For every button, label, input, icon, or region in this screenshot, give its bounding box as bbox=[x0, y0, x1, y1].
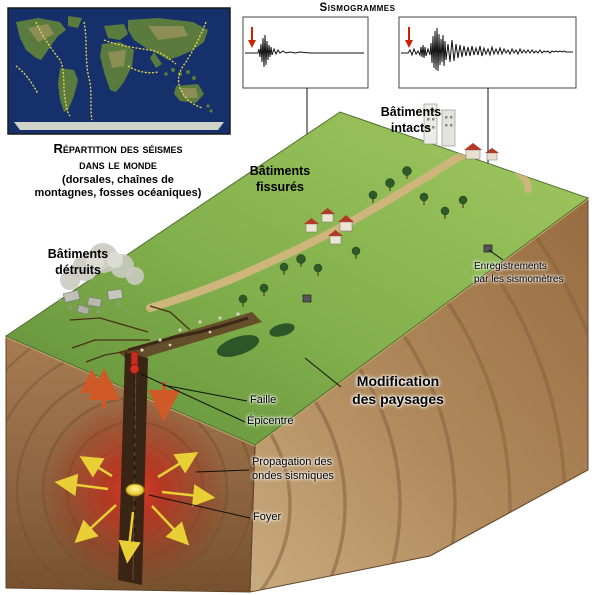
fault-slip-arrows bbox=[80, 368, 180, 422]
label-batiments-intacts: Bâtiments intacts bbox=[366, 105, 456, 136]
intact-buildings bbox=[423, 103, 499, 161]
block-top-face bbox=[4, 111, 590, 446]
map-antarctica bbox=[14, 122, 224, 130]
vegetation-patch bbox=[269, 323, 295, 337]
label-line: fissurés bbox=[256, 179, 304, 194]
seismometer-right bbox=[483, 244, 493, 253]
seismometer-left bbox=[302, 294, 312, 303]
seismogram-trace-strong bbox=[401, 27, 573, 72]
label-line: Bâtiments bbox=[47, 247, 109, 261]
map-caption-line1: Répartition des séismes bbox=[53, 141, 183, 156]
label-line: ondes sismiques bbox=[252, 470, 334, 483]
label-line: Bâtiments bbox=[249, 164, 311, 178]
road bbox=[146, 148, 474, 312]
map-caption-line2: dans le monde bbox=[79, 157, 157, 173]
leader-lines bbox=[140, 249, 504, 519]
label-modification-paysages: Modification des paysages bbox=[333, 373, 463, 408]
wave-arrival-arrow-icon bbox=[248, 27, 256, 48]
label-line: Propagation des bbox=[252, 456, 333, 468]
leader-epicentre bbox=[140, 373, 246, 423]
label-line: Enregistrements bbox=[474, 261, 547, 272]
smoke-clouds bbox=[60, 243, 144, 290]
leader-faille bbox=[162, 384, 248, 402]
wave-arrival-arrow-icon bbox=[405, 27, 413, 48]
label-enregistrements: Enregistrements par les sismomètres bbox=[474, 260, 590, 286]
map-caption-sub-line1: (dorsales, chaînes de bbox=[62, 173, 174, 186]
vegetation-patch bbox=[216, 335, 260, 357]
label-epicentre: Épicentre bbox=[247, 415, 294, 427]
label-foyer: Foyer bbox=[253, 511, 282, 523]
seismogram-right bbox=[398, 16, 577, 89]
label-line: des paysages bbox=[352, 390, 444, 407]
debris-dots bbox=[140, 312, 240, 352]
seismogram-trace-weak bbox=[245, 34, 364, 68]
wave-propagation-arrows bbox=[54, 452, 216, 564]
label-batiments-detruits: Bâtiments détruits bbox=[28, 247, 128, 278]
map-caption: Répartition des séismes dans le monde (d… bbox=[2, 141, 234, 201]
label-line: Modification bbox=[356, 373, 440, 389]
label-line: par les sismomètres bbox=[474, 274, 564, 285]
label-line: Bâtiments bbox=[380, 105, 442, 119]
leader-propagation bbox=[195, 469, 250, 473]
ground-cracks bbox=[69, 305, 191, 363]
cracked-village bbox=[304, 208, 354, 245]
world-map bbox=[7, 7, 231, 135]
map-caption-sub-line2: montagnes, fosses océaniques) bbox=[34, 187, 202, 200]
label-line: détruits bbox=[55, 262, 101, 277]
seismogram-left bbox=[242, 16, 369, 89]
epicentre-marker bbox=[129, 351, 140, 374]
label-propagation: Propagation des ondes sismiques bbox=[252, 455, 334, 484]
leader-modification bbox=[304, 357, 342, 388]
leader-foyer bbox=[148, 494, 251, 519]
trees bbox=[238, 166, 468, 307]
destroyed-buildings bbox=[58, 288, 130, 316]
leader-enregistrements bbox=[488, 249, 504, 261]
label-line: intacts bbox=[390, 120, 432, 135]
surface-crack bbox=[127, 316, 249, 352]
foyer-marker bbox=[125, 483, 145, 497]
seismic-belts bbox=[15, 21, 207, 121]
seismograms-title: Sismogrammes bbox=[319, 2, 396, 14]
label-faille: Faille bbox=[250, 394, 277, 406]
label-batiments-fissures: Bâtiments fissurés bbox=[230, 164, 330, 195]
